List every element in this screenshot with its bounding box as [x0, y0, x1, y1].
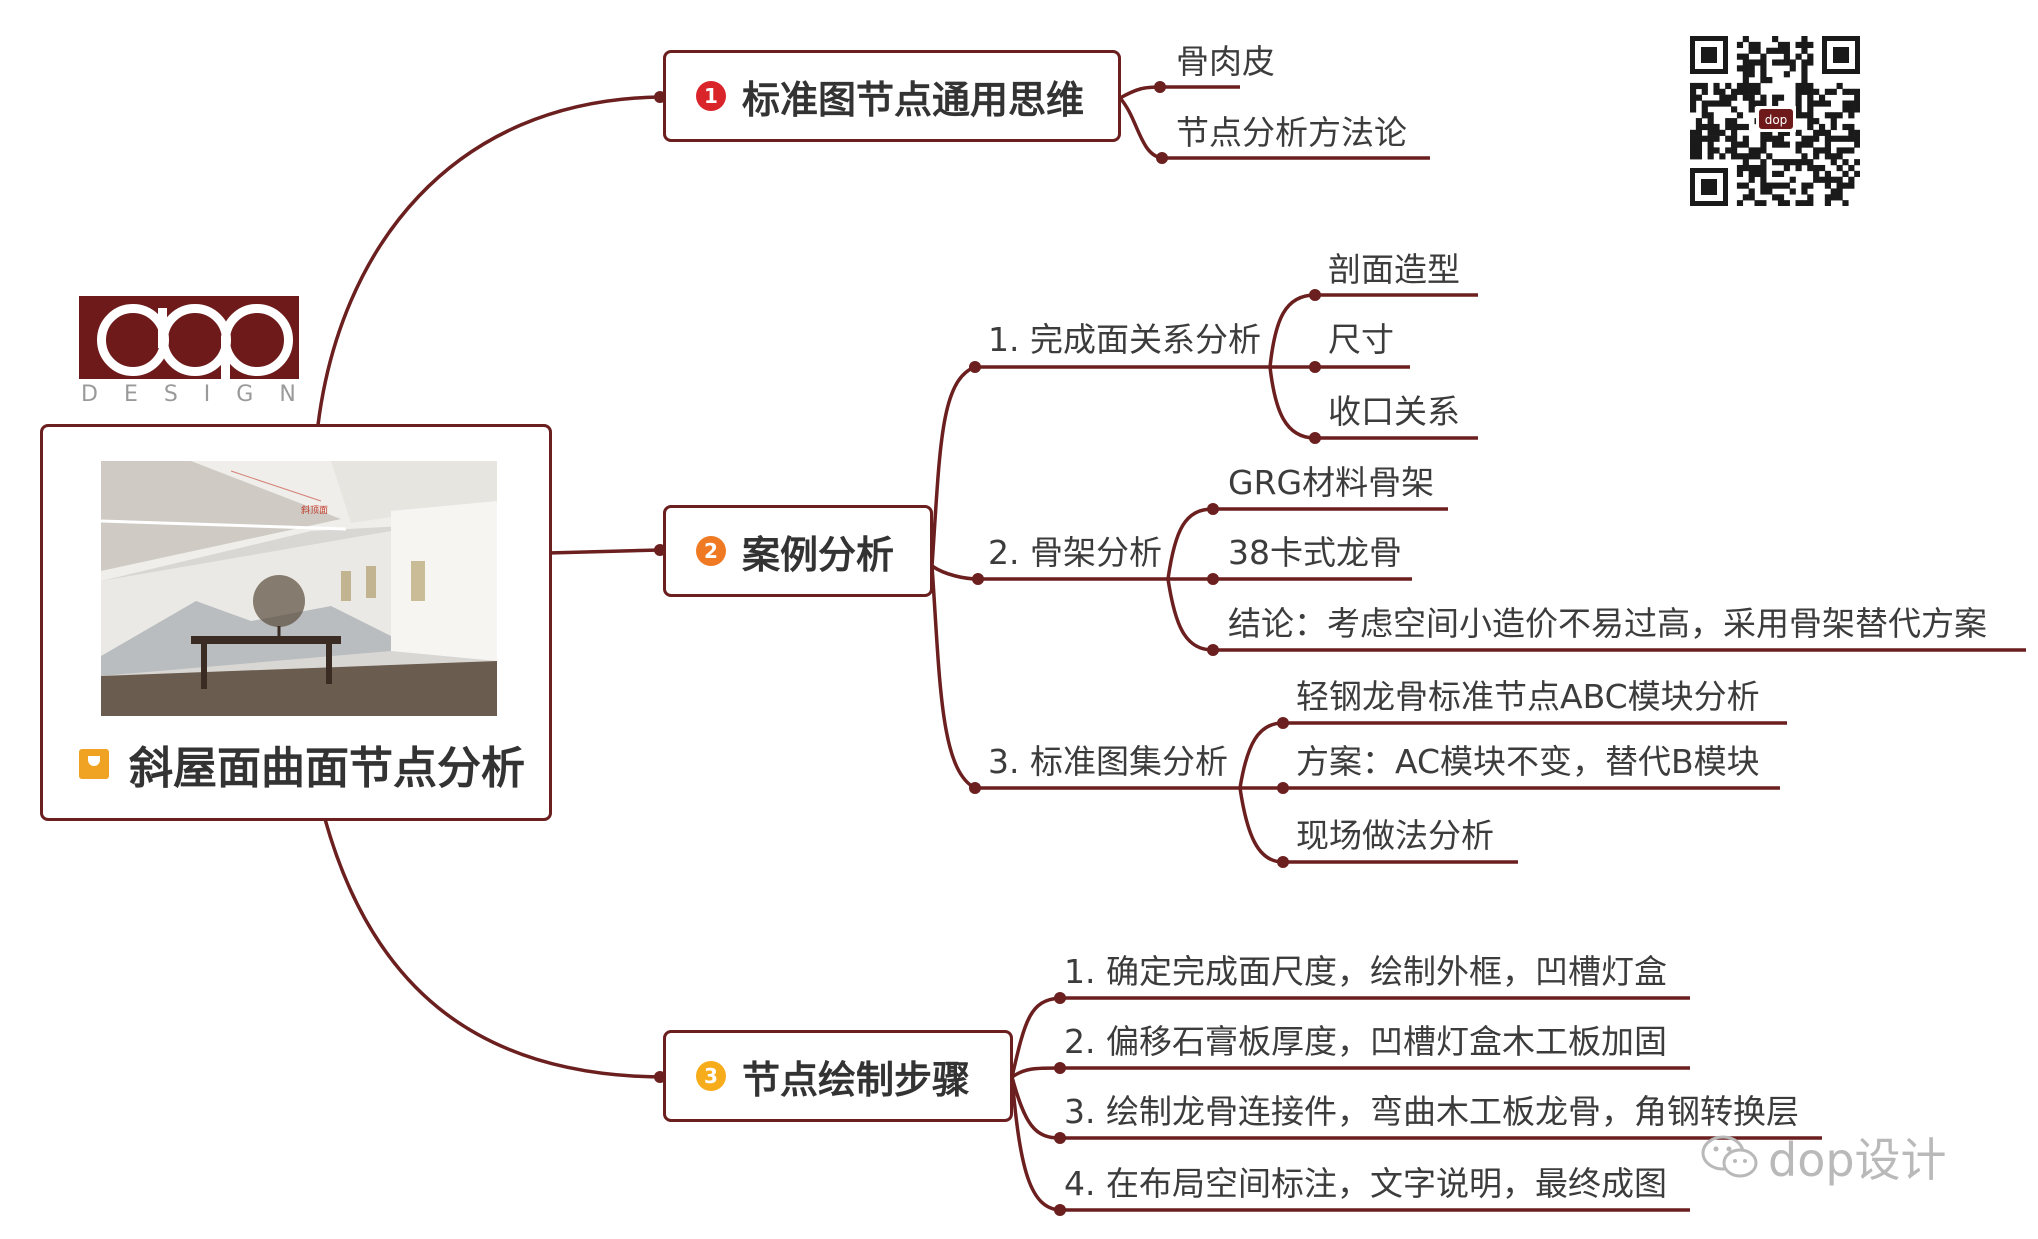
branch-1-title: 标准图节点通用思维	[742, 77, 1085, 122]
b2-s3-leaf-3[interactable]: 现场做法分析	[1296, 816, 1494, 855]
wechat-watermark: dop设计	[1700, 1124, 1947, 1190]
interior-photo-image: 斜顶面	[101, 461, 497, 716]
logo-block	[79, 296, 299, 379]
b2-sub-3[interactable]: 3. 标准图集分析	[988, 742, 1228, 781]
b2-s1-leaf-1[interactable]: 剖面造型	[1328, 250, 1460, 289]
central-topic-title-row: 斜屋面曲面节点分析	[79, 732, 525, 796]
number-badge-icon: 1	[696, 81, 726, 111]
interior-photo: 斜顶面	[101, 461, 497, 716]
logo-stem-d	[158, 308, 167, 348]
logo-subtext: DESIGN	[81, 382, 322, 407]
connector-center-branch2	[547, 548, 661, 555]
branch-2[interactable]: 2 案例分析	[663, 505, 933, 597]
logo-ring-p	[221, 304, 293, 376]
b2-s3-leaf-2[interactable]: 方案：AC模块不变，替代B模块	[1296, 742, 1760, 781]
number-badge-icon: 3	[696, 1061, 726, 1091]
watermark-text: dop设计	[1768, 1133, 1947, 1187]
qr-center-text: dop	[1765, 113, 1788, 127]
connector-b2-s3	[930, 565, 1240, 790]
b3-leaf-4[interactable]: 4. 在布局空间标注，文字说明，最终成图	[1064, 1164, 1667, 1203]
b2-s1-leaf-3[interactable]: 收口关系	[1328, 392, 1460, 431]
logo-stem-p	[221, 336, 230, 379]
connector-b3-l2	[1011, 1066, 1690, 1079]
b2-s1-leaf-2[interactable]: 尺寸	[1328, 320, 1394, 359]
b2-sub-2[interactable]: 2. 骨架分析	[988, 533, 1162, 572]
b1-leaf-2[interactable]: 节点分析方法论	[1176, 113, 1407, 152]
branch-3-title: 节点绘制步骤	[742, 1057, 971, 1102]
dop-logo: DESIGN	[79, 296, 299, 411]
b2-s2-leaf-1[interactable]: GRG材料骨架	[1228, 463, 1435, 502]
b2-s2-leaf-2[interactable]: 38卡式龙骨	[1228, 533, 1402, 572]
b1-leaf-1[interactable]: 骨肉皮	[1176, 42, 1275, 81]
b3-leaf-1[interactable]: 1. 确定完成面尺度，绘制外框，凹槽灯盒	[1064, 952, 1667, 991]
wechat-icon	[1701, 1135, 1758, 1178]
connector-b1-c1	[1119, 85, 1240, 100]
connector-b2-s1	[930, 365, 1270, 567]
qr-code[interactable]: dop	[1690, 36, 1861, 207]
connector-center-branch3	[323, 818, 661, 1079]
b2-s3-leaf-1[interactable]: 轻钢龙骨标准节点ABC模块分析	[1296, 677, 1760, 716]
central-topic[interactable]: 斜顶面 斜屋面曲面节点分析	[40, 424, 552, 821]
branch-1[interactable]: 1 标准图节点通用思维	[663, 50, 1121, 142]
trophy-icon	[79, 749, 109, 779]
b2-s2-leaf-3[interactable]: 结论：考虑空间小造价不易过高，采用骨架替代方案	[1228, 604, 1987, 643]
photo-callout: 斜顶面	[301, 504, 328, 516]
b3-leaf-2[interactable]: 2. 偏移石膏板厚度，凹槽灯盒木工板加固	[1064, 1022, 1667, 1061]
qr-code-image: dop	[1690, 36, 1861, 207]
b2-sub-1[interactable]: 1. 完成面关系分析	[988, 320, 1261, 359]
branch-3[interactable]: 3 节点绘制步骤	[663, 1030, 1013, 1122]
central-topic-title: 斜屋面曲面节点分析	[129, 743, 525, 794]
number-badge-icon: 2	[696, 536, 726, 566]
branch-2-title: 案例分析	[742, 532, 895, 577]
b3-leaf-3[interactable]: 3. 绘制龙骨连接件，弯曲木工板龙骨，角钢转换层	[1064, 1092, 1799, 1131]
connector-center-branch1	[316, 95, 661, 426]
